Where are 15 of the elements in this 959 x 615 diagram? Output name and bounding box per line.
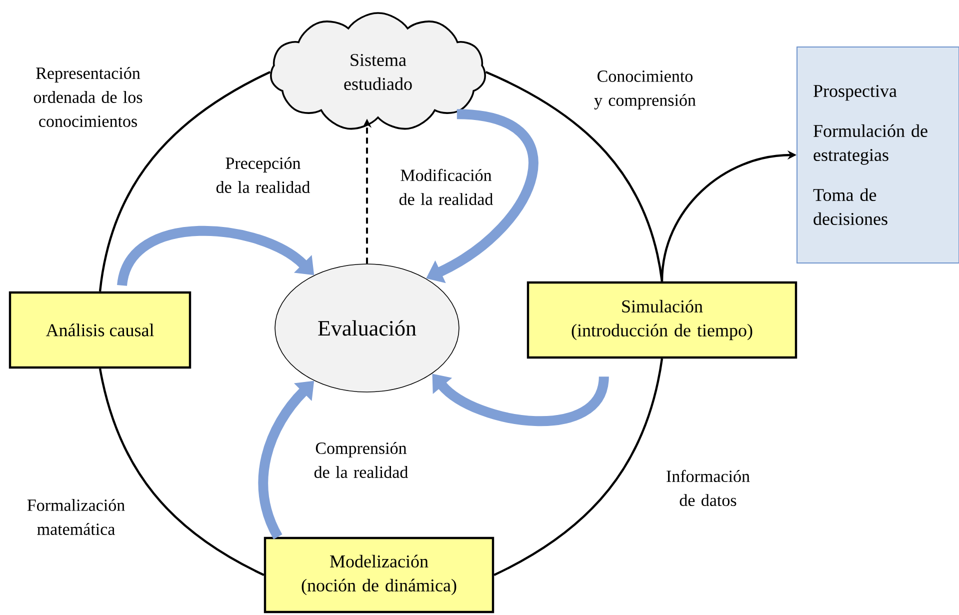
annotation-text: Comprensión de la realidad — [314, 442, 408, 478]
process-box: Modelización (noción de dinámica) — [264, 536, 494, 614]
circle-arc — [494, 358, 664, 576]
circle-arc — [98, 368, 264, 576]
circle-arc — [485, 70, 664, 282]
annotation-text: Información de datos — [666, 470, 750, 506]
process-box: Análisis causal — [8, 291, 192, 369]
annotation-text: Modificación de la realidad — [399, 168, 493, 206]
annotation-text: Conocimiento y comprensión — [594, 70, 696, 110]
annotation-text: Precepción de la realidad — [216, 157, 310, 193]
outcome-box: Prospectiva Formulación de estrategias Toma de decisiones — [796, 46, 959, 264]
annotation-text: Formalización matemática — [27, 498, 125, 535]
process-box: Simulación (introducción de tiempo) — [526, 281, 798, 359]
annotation-text: Representación ordenada de los conocimientos — [34, 67, 142, 127]
circle-arc — [98, 71, 271, 292]
